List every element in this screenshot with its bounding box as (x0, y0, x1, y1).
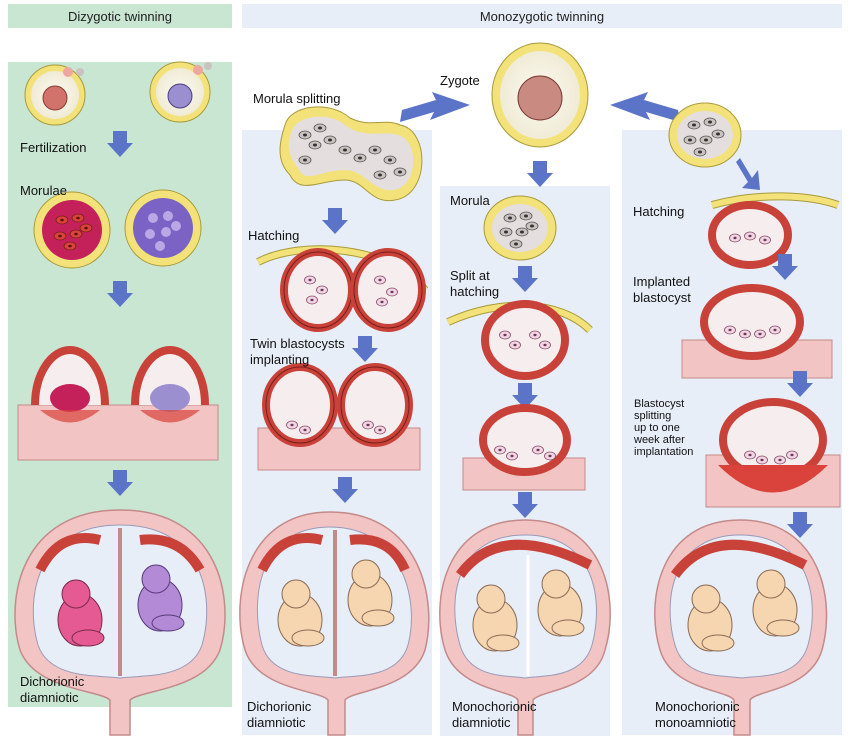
zygote-label: Zygote (440, 73, 480, 88)
arrow-down-icon (107, 281, 133, 307)
blasto-split-line1: Blastocyst (634, 398, 685, 410)
arrow-down-icon (512, 266, 538, 292)
blasto-split-line2: splitting (634, 410, 672, 422)
implanted-line1: Implanted (633, 274, 691, 289)
monochorionic-mono-line2: monoamniotic (655, 715, 736, 730)
blasto-split-line4: week after (634, 434, 685, 446)
dichorionic-1-line1: Dichorionic (20, 674, 85, 689)
arrow-down-icon (322, 208, 348, 234)
column3-morula (483, 195, 557, 261)
blasto-split-line5: implantation (634, 446, 694, 458)
arrow-down-icon (527, 161, 553, 187)
arrow-down-icon (107, 470, 133, 496)
twin-blastocysts-line1: Twin blastocysts (250, 336, 345, 351)
morulae-label: Morulae (20, 183, 67, 198)
dizygotic-header-text: Dizygotic twinning (67, 8, 173, 24)
twin-blastocysts-line2: implanting (250, 352, 310, 367)
monozygotic-header-text: Monozygotic twinning (479, 8, 605, 24)
blasto-split-line3: up to one (634, 422, 680, 434)
column2-implanting-figure (257, 367, 421, 471)
fertilization-label: Fertilization (20, 140, 87, 155)
dizygotic-morula-red (33, 191, 111, 269)
column4-uterus (654, 519, 828, 736)
monochorionic-diamniotic-line2: diamniotic (452, 715, 511, 730)
arrow-down-right-icon (736, 158, 760, 190)
hatching-1-label: Hatching (248, 228, 300, 243)
dizygotic-implanting-blastocysts (17, 346, 219, 461)
dizygotic-morula-purple (124, 189, 202, 267)
dichorionic-2-line1: Dichorionic (247, 699, 312, 714)
dichorionic-2-line2: diamniotic (247, 715, 306, 730)
dizygotic-uterus (14, 509, 226, 736)
hatching-2-label: Hatching (633, 204, 685, 219)
morula-splitting-label: Morula splitting (253, 91, 341, 106)
monochorionic-mono-line1: Monochorionic (655, 699, 740, 714)
implanted-line2: blastocyst (633, 290, 691, 305)
split-at-line2: hatching (450, 284, 500, 299)
arrow-down-icon (512, 492, 538, 518)
monochorionic-diamniotic-line1: Monochorionic (452, 699, 537, 714)
dizygotic-panel-header: Dizygotic twinning (8, 4, 232, 28)
column4-morula (668, 102, 742, 168)
column3-hatching (446, 300, 593, 380)
dichorionic-1-line2: diamniotic (20, 690, 79, 705)
morula-label: Morula (450, 193, 490, 208)
monozygotic-panel-header: Monozygotic twinning (242, 4, 842, 28)
column4-hatching (708, 192, 840, 269)
column4-implanted (681, 284, 833, 379)
arrow-down-icon (332, 477, 358, 503)
column4-splitting-implantation (705, 398, 841, 508)
dizygotic-zygote-2 (149, 61, 212, 123)
column2-hatching-figure (256, 245, 429, 328)
morula-splitting-figure (279, 106, 423, 202)
column2-uterus (239, 511, 430, 736)
arrow-right-icon (610, 92, 680, 122)
column3-implanted (462, 404, 586, 491)
dizygotic-zygote-1 (24, 64, 86, 126)
split-at-line1: Split at (450, 268, 490, 283)
monozygotic-zygote (491, 42, 589, 148)
column3-uterus (439, 519, 611, 736)
arrow-left-icon (400, 92, 470, 122)
arrow-down-icon (107, 131, 133, 157)
arrow-down-icon (352, 336, 378, 362)
